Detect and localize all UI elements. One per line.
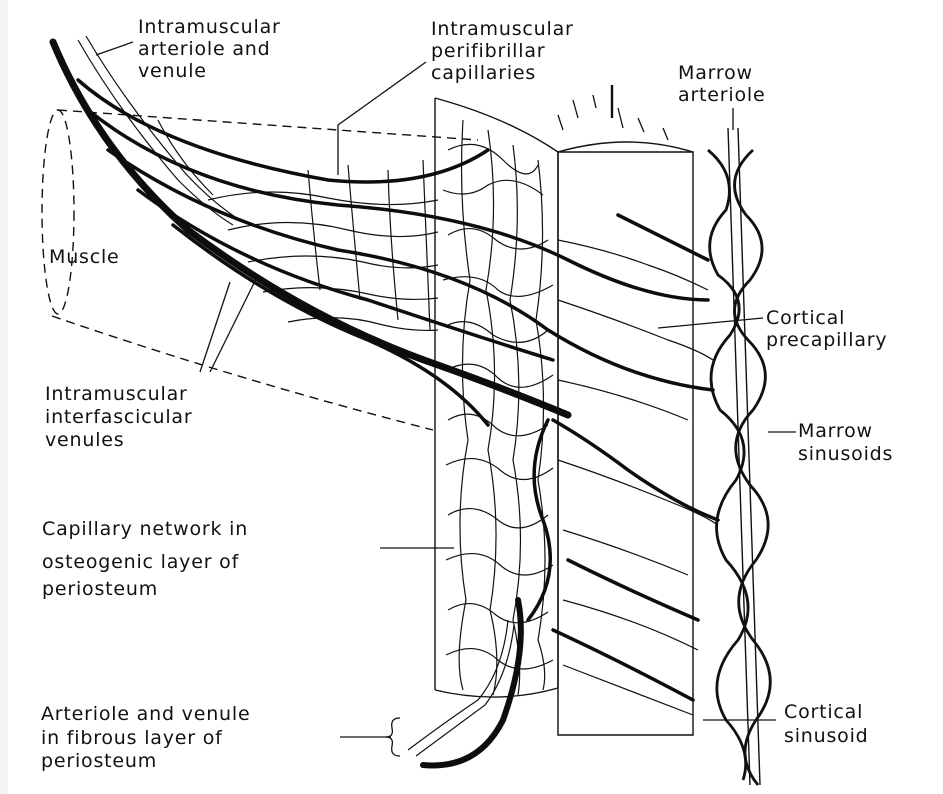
svg-text:Intramuscular: Intramuscular [45,383,188,405]
label-cortical-sinusoid: Cortical sinusoid [784,701,869,747]
label-capillary-network: Capillary network in osteogenic layer of… [42,518,248,600]
svg-text:Capillary network in: Capillary network in [42,518,248,540]
muscle-outline [42,110,478,430]
svg-text:sinusoids: sinusoids [798,443,893,465]
svg-text:Intramuscular: Intramuscular [138,16,281,38]
svg-text:Marrow: Marrow [798,420,873,442]
diagram-canvas: Intramuscular arteriole and venule Intra… [8,0,943,794]
svg-text:periosteum: periosteum [41,750,157,772]
svg-text:Arteriole and venule: Arteriole and venule [41,703,250,725]
svg-text:periosteum: periosteum [42,578,158,600]
svg-text:venule: venule [138,60,207,82]
bone-vascular-diagram: Intramuscular arteriole and venule Intra… [8,0,943,794]
svg-text:venules: venules [45,429,125,451]
label-interfascicular-venules: Intramuscular interfascicular venules [45,383,192,451]
label-fibrous-layer: Arteriole and venule in fibrous layer of… [41,703,250,772]
label-intramuscular-arteriole-venule: Intramuscular arteriole and venule [138,16,281,82]
svg-text:Marrow: Marrow [678,62,753,84]
label-muscle: Muscle [49,246,120,268]
svg-text:perifibrillar: perifibrillar [431,40,545,62]
marrow-sinusoids [708,150,770,785]
label-perifibrillar-capillaries: Intramuscular perifibrillar capillaries [431,18,574,84]
svg-text:arteriole: arteriole [678,84,765,106]
svg-text:in fibrous layer of: in fibrous layer of [41,727,223,749]
label-marrow-sinusoids: Marrow sinusoids [798,420,893,465]
label-cortical-precapillary: Cortical precapillary [766,307,887,351]
label-marrow-arteriole: Marrow arteriole [678,62,765,106]
svg-text:precapillary: precapillary [766,329,887,351]
svg-text:capillaries: capillaries [431,62,536,84]
svg-text:sinusoid: sinusoid [784,725,869,747]
svg-text:Intramuscular: Intramuscular [431,18,574,40]
svg-text:arteriole and: arteriole and [138,38,270,60]
svg-text:Cortical: Cortical [766,307,845,329]
svg-text:interfascicular: interfascicular [45,406,192,428]
svg-text:Muscle: Muscle [49,246,120,268]
svg-text:Cortical: Cortical [784,701,863,723]
svg-text:osteogenic layer of: osteogenic layer of [42,551,240,573]
